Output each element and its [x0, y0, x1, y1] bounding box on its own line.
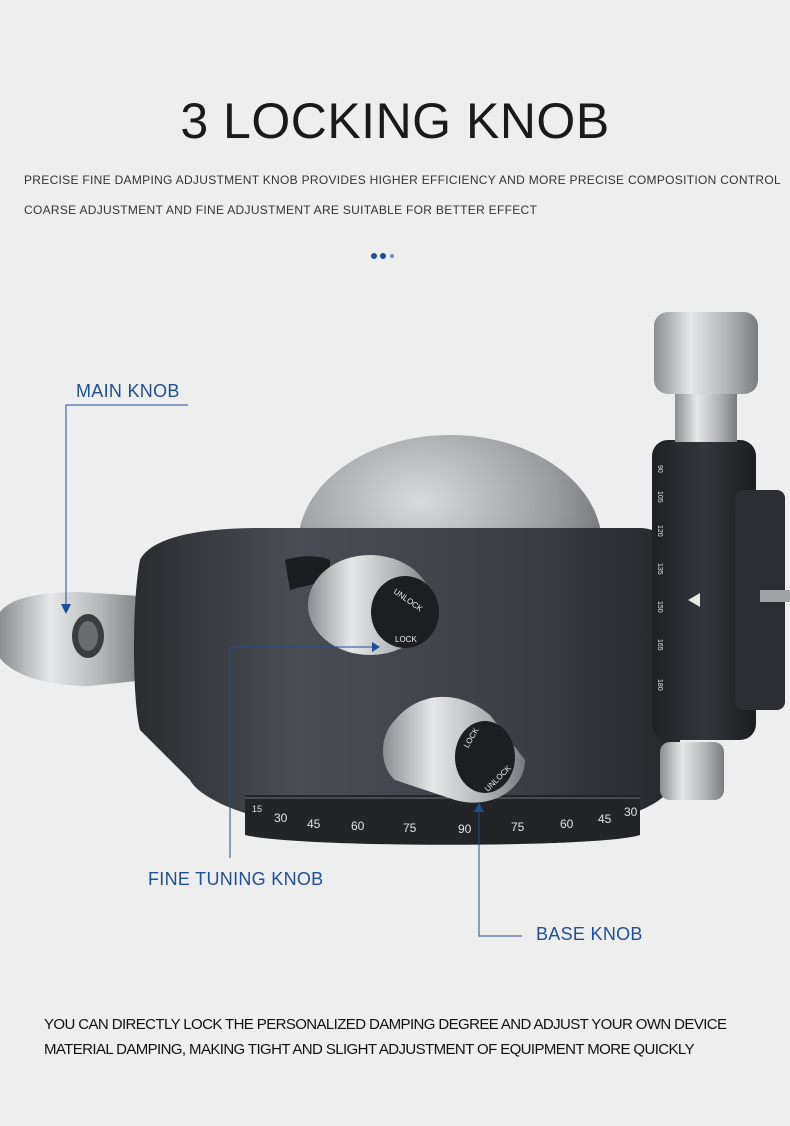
footer-line-2: MATERIAL DAMPING, MAKING TIGHT AND SLIGH…	[44, 1041, 695, 1058]
side-scale-2: 105	[656, 491, 663, 503]
base-knob-leader	[478, 812, 522, 937]
main-knob-arrow	[61, 604, 71, 614]
side-scale-6: 165	[656, 639, 663, 651]
base-scale-6: 90	[458, 822, 472, 836]
base-scale-4: 60	[351, 819, 365, 833]
side-scale-1: 90	[656, 465, 663, 473]
dot-2	[380, 253, 386, 259]
base-scale-1: 15	[252, 804, 262, 814]
dot-3	[390, 254, 394, 258]
side-scale-3: 120	[656, 525, 663, 537]
main-knob-handle	[0, 592, 145, 686]
side-scale-7: 180	[656, 679, 663, 691]
dot-1	[371, 253, 377, 259]
pagination-dots	[371, 253, 401, 261]
base-knob-arrow	[474, 803, 484, 812]
fine-tuning-knob-label: FINE TUNING KNOB	[148, 869, 324, 889]
quick-release-clamp	[652, 440, 790, 740]
main-knob-leader	[65, 404, 188, 610]
base-knob-label: BASE KNOB	[536, 924, 643, 944]
base-scale-5: 75	[403, 821, 417, 835]
intro-line-1: PRECISE FINE DAMPING ADJUSTMENT KNOB PRO…	[24, 173, 781, 187]
fine-knob-arrow	[372, 642, 380, 652]
main-knob-label: MAIN KNOB	[76, 381, 180, 401]
base-scale-9: 45	[598, 812, 612, 826]
intro-line-2: COARSE ADJUSTMENT AND FINE ADJUSTMENT AR…	[24, 203, 538, 217]
fine-knob-leader	[229, 646, 372, 858]
side-scale-5: 150	[656, 601, 663, 613]
fine-tuning-knob	[308, 555, 439, 655]
fine-knob-lock-text: LOCK	[395, 635, 417, 644]
base-ring	[245, 795, 640, 845]
side-scale-4: 135	[656, 563, 663, 575]
footer-line-1: YOU CAN DIRECTLY LOCK THE PERSONALIZED D…	[44, 1016, 727, 1033]
base-scale-3: 45	[307, 817, 321, 831]
clamp-knob	[654, 312, 758, 442]
base-scale-7: 75	[511, 820, 525, 834]
base-scale-8: 60	[560, 817, 574, 831]
base-knob	[382, 696, 525, 803]
base-scale-2: 30	[274, 811, 288, 825]
clamp-bottom-knob	[660, 742, 724, 800]
base-scale-10: 30	[624, 805, 638, 819]
page-title: 3 LOCKING KNOB	[180, 93, 610, 149]
